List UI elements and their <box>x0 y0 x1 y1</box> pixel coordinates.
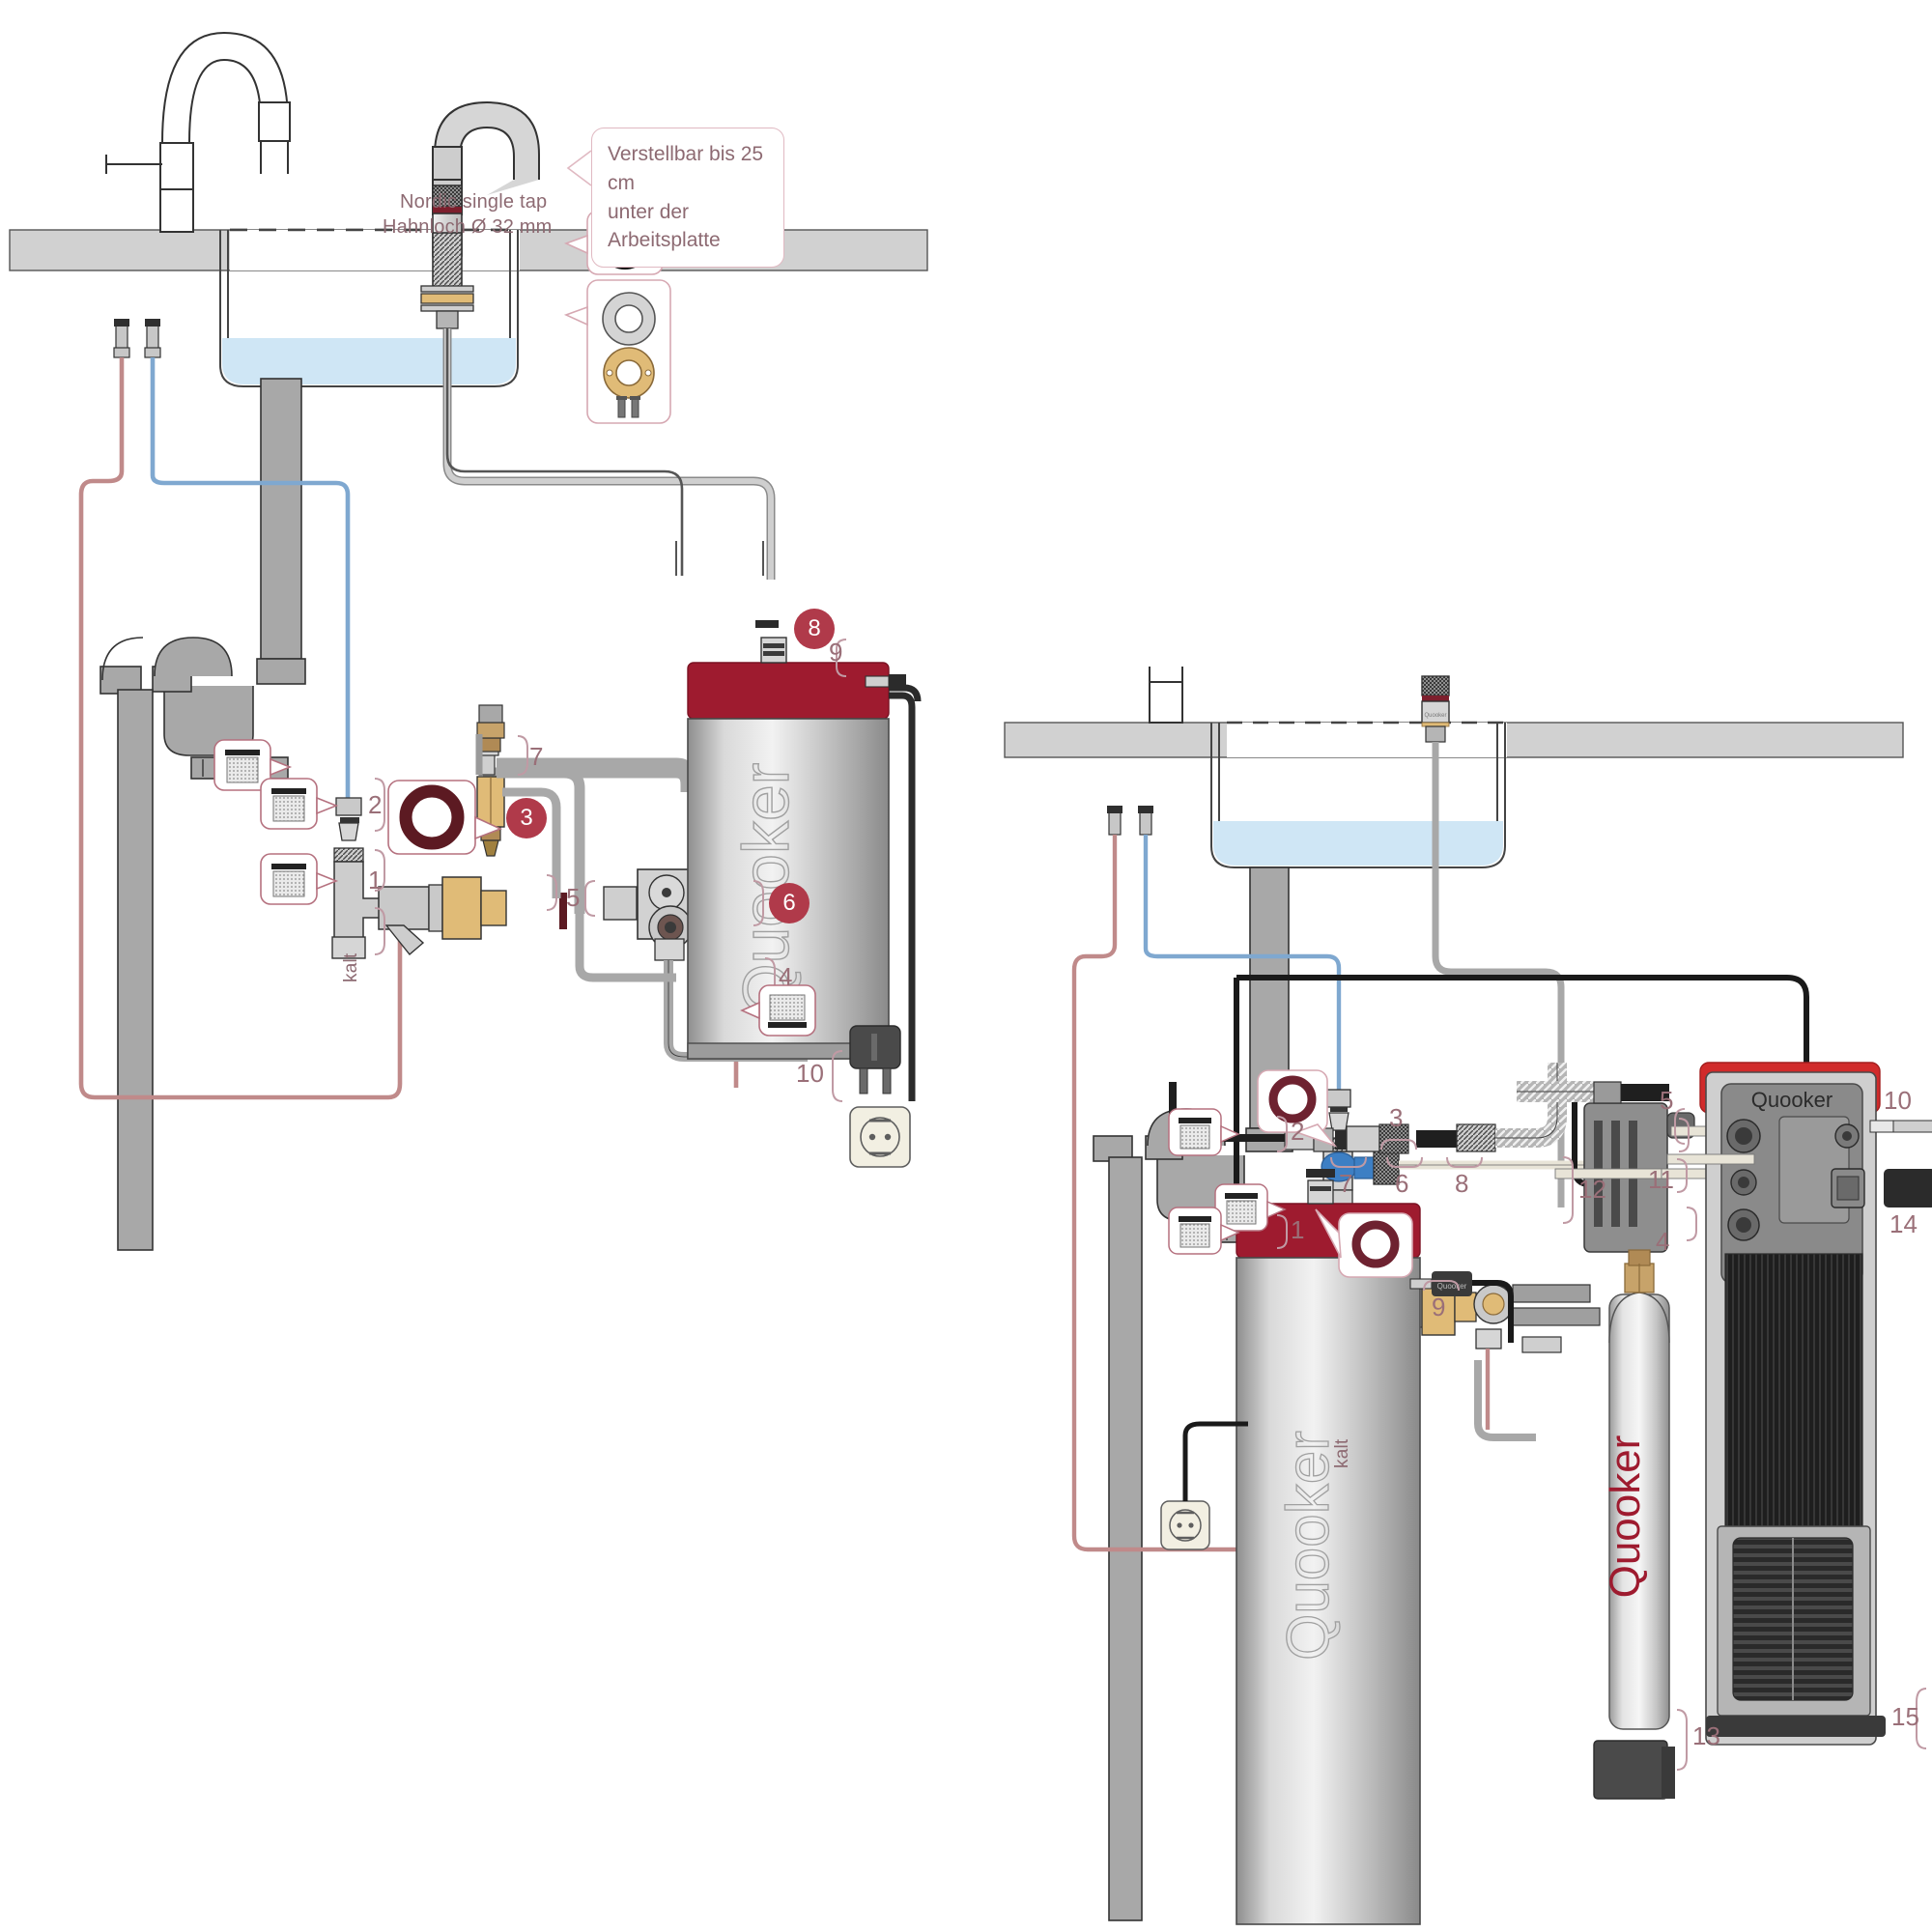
callout-15-right: 15 <box>1891 1702 1919 1731</box>
callout-13-right: 13 <box>1692 1721 1720 1750</box>
rings-screws-bubble-left <box>563 279 671 424</box>
callout-8-left: 8 <box>794 609 835 649</box>
seal-indicator-8 <box>755 620 779 628</box>
svg-text:Quooker: Quooker <box>1437 1282 1467 1291</box>
callout-7-left: 7 <box>529 742 544 771</box>
callout-3-right: 3 <box>1389 1103 1404 1132</box>
cube-unit-right: Quooker <box>1699 1062 1886 1746</box>
callout-10-right: 10 <box>1884 1086 1912 1115</box>
right-panel: Quooker <box>995 667 1932 1932</box>
callout-12-right: 12 <box>1578 1175 1606 1204</box>
callout-3-left: 3 <box>506 798 547 838</box>
callout-1-left: 1 <box>368 866 383 895</box>
callout-brackets-right <box>1276 1108 1927 1771</box>
right-panel-graphics: Quooker <box>1004 667 1932 1925</box>
svg-text:Quooker: Quooker <box>1424 713 1446 719</box>
tap-name-label: Nordic single tap <box>400 191 548 213</box>
mixer-tap-right <box>1149 667 1183 724</box>
sink-basin-right <box>1210 723 1506 868</box>
callout-2-right: 2 <box>1291 1117 1305 1146</box>
callout-9-right: 9 <box>1432 1293 1446 1321</box>
callout-2-left: 2 <box>368 790 383 819</box>
left-panel: Quooker <box>0 0 966 1256</box>
boiler-inlet-hose-left <box>475 704 585 914</box>
callout-10-left: 10 <box>796 1059 824 1088</box>
seal-bubbles-right <box>1168 1108 1287 1255</box>
callout-14-right: 14 <box>1889 1209 1918 1238</box>
callout-4-left: 4 <box>779 962 793 991</box>
oring-bubble-fitting-right <box>1257 1069 1338 1148</box>
callout-5-left: 5 <box>566 883 581 912</box>
drain-pipe-left <box>99 378 306 1251</box>
kalt-label-left: kalt <box>341 952 361 982</box>
svg-text:Quooker: Quooker <box>1751 1088 1833 1112</box>
supply-hoses-left <box>78 319 403 1100</box>
adjustable-note: Verstellbar bis 25 cm unter der Arbeitsp… <box>591 128 784 269</box>
boiler-right: Quooker Quooker <box>1236 1169 1514 1925</box>
callout-7-right: 7 <box>1339 1169 1353 1198</box>
callout-8-right: 8 <box>1455 1169 1469 1198</box>
wall-socket-left <box>849 1106 911 1168</box>
left-panel-graphics: Quooker <box>9 31 928 1251</box>
mixer-tap-left <box>105 31 291 233</box>
oring-bubble-3-left <box>387 780 503 855</box>
adjustable-note-pointer <box>566 150 592 186</box>
callout-4-right: 4 <box>1656 1227 1670 1256</box>
kalt-label-right: kalt <box>1332 1438 1352 1468</box>
callout-6-right: 6 <box>1395 1169 1409 1198</box>
callout-6-left: 6 <box>769 883 810 923</box>
braided-hose-right <box>1517 1081 1669 1104</box>
sink-basin-left <box>219 230 519 387</box>
callout-brackets-left <box>374 639 847 1102</box>
cube-cables-right <box>1666 1120 1932 1208</box>
fitting-row-right <box>1169 1063 1567 1154</box>
callout-1-right: 1 <box>1291 1215 1305 1244</box>
nordic-tap-right: Quooker <box>1421 675 1565 1208</box>
wall-socket-small-right <box>1160 1421 1248 1550</box>
svg-text:Quooker: Quooker <box>1602 1435 1649 1599</box>
oring-bubble-boiler-right <box>1315 1208 1413 1278</box>
worktop-right <box>1004 721 1904 758</box>
supply-hoses-right <box>1071 806 1362 1552</box>
seal-bubbles-left <box>213 739 816 1037</box>
svg-text:Quooker: Quooker <box>1275 1431 1342 1661</box>
boiler-left: Quooker <box>575 637 922 1101</box>
co2-cylinder-right: Quooker <box>1593 1249 1675 1800</box>
callout-11-right: 11 <box>1648 1165 1674 1194</box>
callout-9-left: 9 <box>829 638 843 667</box>
callout-5-right: 5 <box>1660 1086 1674 1115</box>
nordic-tap-left: Quooker <box>420 100 776 580</box>
tap-hole-label: Hahnloch Ø 32 mm <box>383 216 553 238</box>
